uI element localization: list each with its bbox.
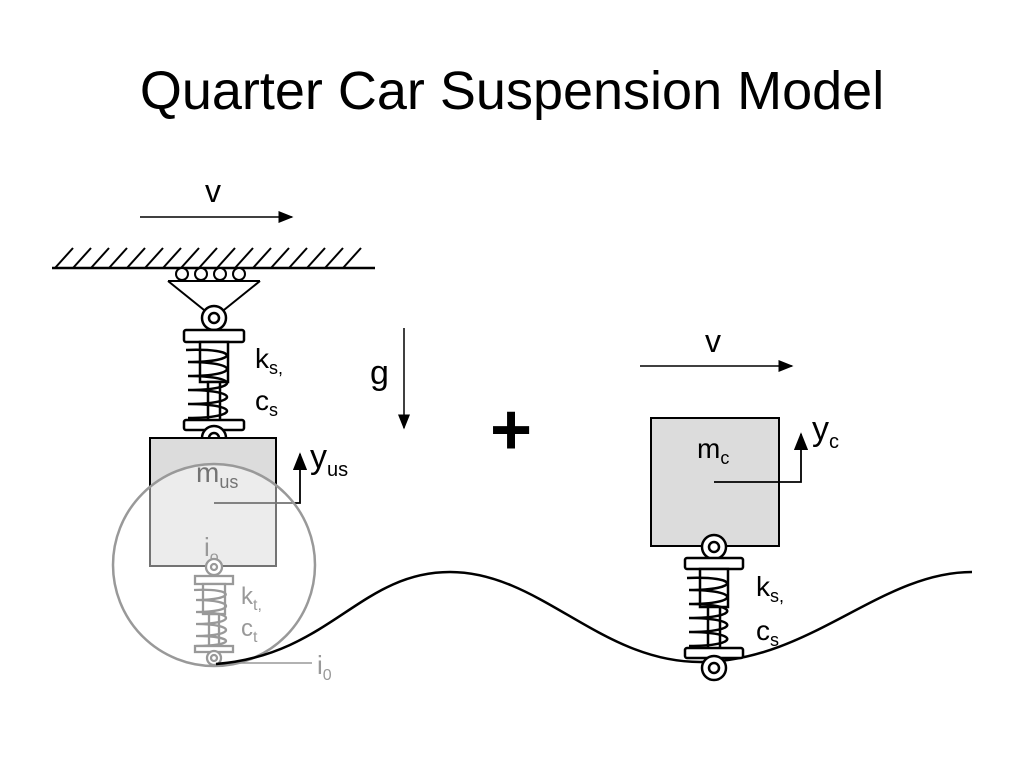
- contact-label: i0: [317, 650, 332, 684]
- right-spring-k-label: ks,: [756, 571, 784, 606]
- plus-sign: +: [490, 390, 532, 470]
- tire-c-label: ct: [241, 615, 258, 646]
- right-velocity-label: v: [705, 323, 721, 359]
- left-spring-k-label: ks,: [255, 343, 283, 378]
- right-displacement-label: yc: [812, 410, 839, 453]
- unsprung-mass: [149, 437, 277, 567]
- left-displacement-label: yus: [310, 438, 348, 481]
- right-damper-c-label: cs: [756, 615, 779, 650]
- hub-label: io: [204, 532, 219, 566]
- roller-support: [167, 267, 261, 320]
- road-profile: [215, 570, 973, 666]
- right-displacement-arrow: [714, 432, 809, 483]
- right-spring-damper: [683, 533, 745, 682]
- gravity-arrow: g: [370, 328, 410, 430]
- gravity-label: g: [370, 354, 389, 392]
- slide-title: Quarter Car Suspension Model: [139, 61, 885, 121]
- tire-k-label: kt,: [241, 583, 262, 614]
- ground-ceiling: [52, 247, 375, 270]
- left-velocity-arrow: v: [140, 173, 294, 223]
- right-velocity-arrow: v: [640, 323, 794, 372]
- left-damper-c-label: cs: [255, 385, 278, 420]
- left-displacement-arrow: [214, 452, 308, 504]
- tire-spring-damper: [193, 557, 235, 667]
- car-body-mass-label: mc: [697, 433, 729, 468]
- left-spring-damper: [182, 304, 246, 452]
- left-velocity-label: v: [205, 173, 221, 209]
